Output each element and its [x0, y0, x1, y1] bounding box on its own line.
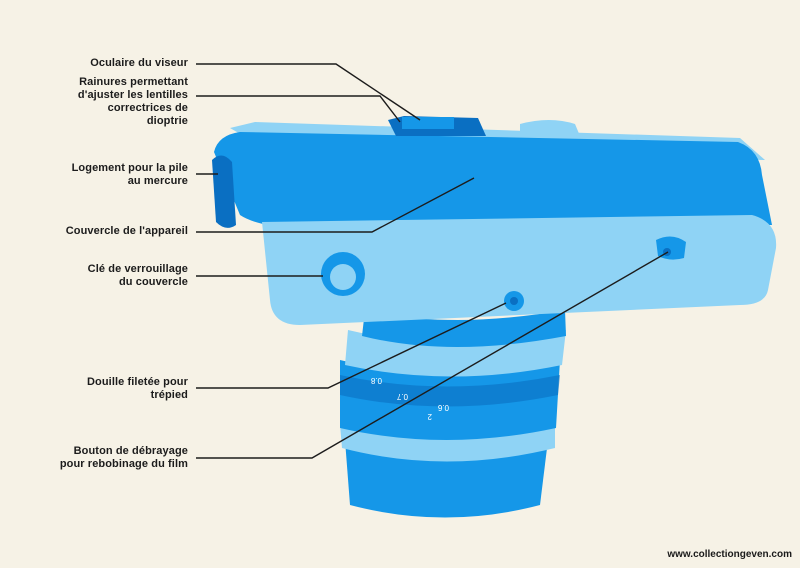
- callout-battery-housing: Logement pour la pile au mercure: [72, 162, 188, 188]
- callout-lines: [196, 63, 669, 459]
- callout-text: trépied: [150, 389, 188, 401]
- focus-ring-band: [340, 375, 560, 407]
- leader-line: [196, 251, 669, 459]
- callout-text: Couvercle de l'appareil: [65, 225, 188, 237]
- callout-cover-lock-key: Clé de verrouillage du couvercle: [88, 263, 188, 289]
- callout-diopter-grooves: Rainures permettant d'ajuster les lentil…: [78, 76, 188, 128]
- callout-text: d'ajuster les lentilles: [77, 89, 188, 101]
- callout-text: Douille filetée pour: [86, 376, 188, 388]
- callout-text: correctrices de: [107, 102, 188, 114]
- callout-text: Rainures permettant: [79, 76, 188, 88]
- callout-text: du couvercle: [118, 276, 188, 288]
- callout-text: dioptrie: [146, 115, 188, 127]
- website-credit: www.collectiongeven.com: [667, 549, 792, 560]
- leader-line: [196, 63, 421, 121]
- eyepiece-top: [402, 117, 454, 129]
- callout-tripod-socket: Douille filetée pour trépied: [87, 376, 188, 402]
- leader-line: [196, 177, 475, 233]
- leader-line: [196, 95, 401, 123]
- tripod-socket-hole: [510, 297, 518, 305]
- callout-text: pour rebobinage du film: [59, 458, 188, 470]
- callout-text: Logement pour la pile: [71, 162, 188, 174]
- callout-text: Clé de verrouillage: [87, 263, 188, 275]
- callout-eyepiece: Oculaire du viseur: [90, 57, 188, 70]
- lens: 0.7 0.8 0.6 2: [340, 310, 566, 518]
- body-main: [214, 132, 772, 228]
- callout-text: Bouton de débrayage: [73, 445, 188, 457]
- cover-lock-key-inner: [330, 264, 356, 290]
- callout-text: Oculaire du viseur: [90, 57, 188, 69]
- lens-marking: 0.8: [370, 376, 382, 385]
- leader-line: [196, 302, 507, 389]
- camera-body: [212, 116, 777, 325]
- lens-marking: 0.7: [396, 392, 408, 401]
- base-plate: [262, 215, 777, 325]
- callout-rewind-release: Bouton de débrayage pour rebobinage du f…: [60, 445, 188, 471]
- advance-lever: [520, 120, 580, 136]
- lens-marking: 2: [427, 412, 432, 421]
- lens-ring-bottom: [340, 425, 555, 462]
- lens-hood: [345, 440, 548, 518]
- callout-text: au mercure: [127, 175, 188, 187]
- callout-camera-cover: Couvercle de l'appareil: [66, 225, 188, 238]
- lens-marking: 0.6: [437, 403, 449, 412]
